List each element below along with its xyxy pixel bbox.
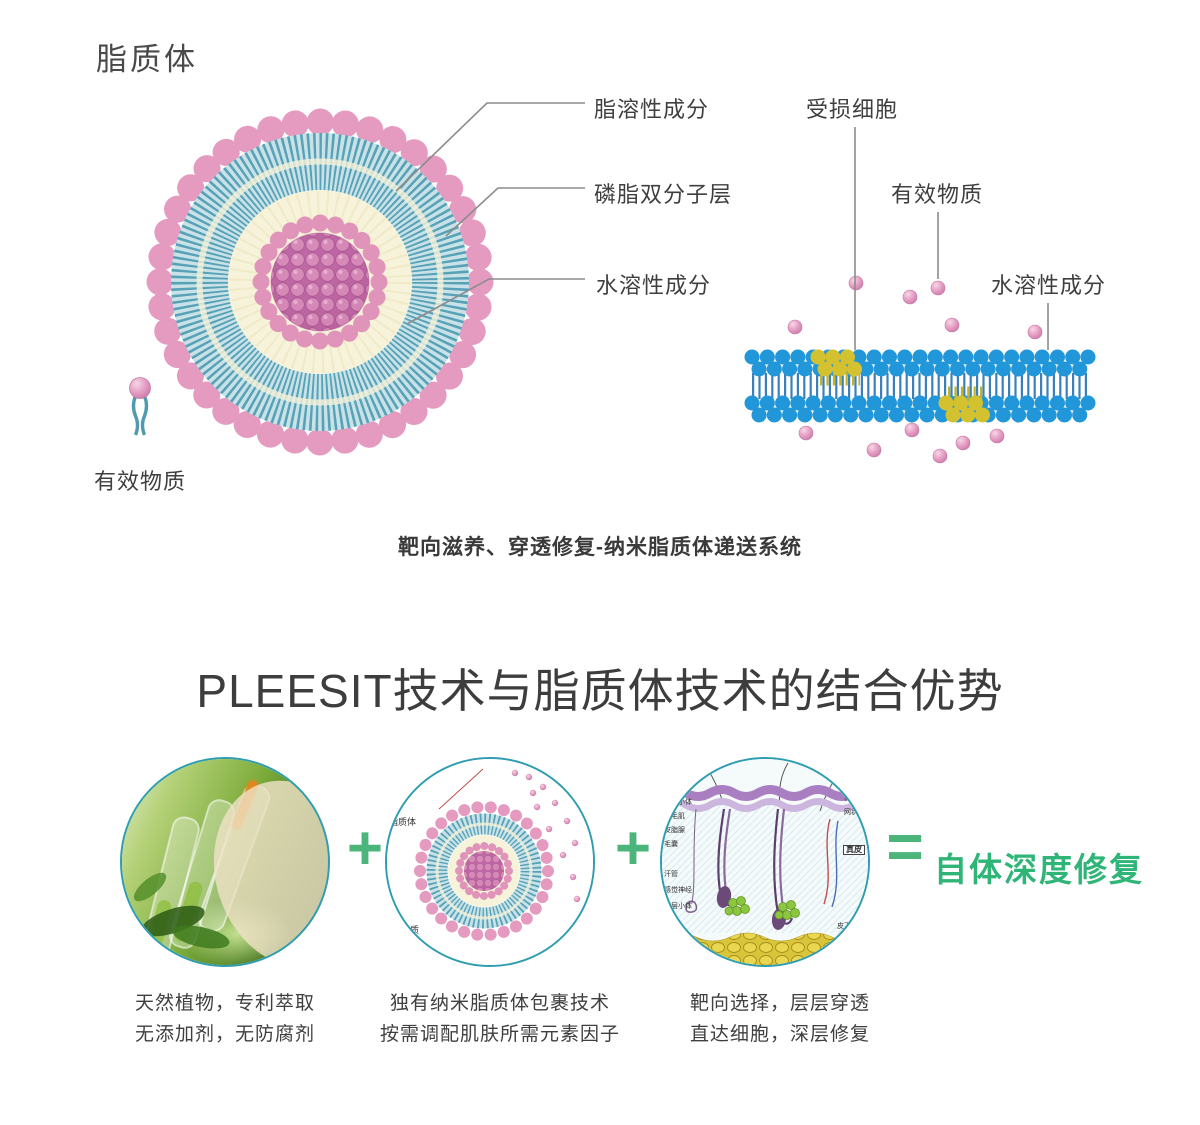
mini-liposome-diagram: [387, 759, 593, 965]
page-title: 脂质体: [96, 42, 198, 77]
mini-label-lipid: 脂质: [401, 925, 420, 935]
effective-substance-spheres: [787, 275, 1043, 464]
mini-label-liposome: 脂质体: [389, 817, 417, 827]
membrane-diagram: [744, 349, 1096, 423]
skin-label: 毛囊: [664, 841, 678, 848]
skin-section-diagram: [662, 759, 868, 965]
label-damaged-cell: 受损细胞: [806, 97, 899, 122]
label-water-soluble-right: 水溶性成分: [991, 273, 1107, 298]
label-phospholipid-bilayer: 磷脂双分子层: [594, 182, 733, 207]
caption-line: 直达细胞，深层修复: [689, 1024, 870, 1045]
caption-line: 靶向选择，层层穿透: [689, 993, 870, 1014]
delivery-system-caption: 靶向滋养、穿透修复-纳米脂质体递送系统: [398, 536, 802, 559]
damaged-cell-patch-bottom: [938, 386, 996, 423]
phospholipid-molecule-icon: [129, 377, 151, 436]
skin-label: 感觉神经: [664, 887, 692, 894]
skin-section-circle: 汗孔 触觉小体 立毛肌 皮脂腺 毛囊 汗管 感觉神经 环层小体 表皮 乳头层 网…: [660, 757, 870, 967]
label-molecule: 有效物质: [94, 469, 187, 494]
top-diagram-artwork: [129, 102, 1096, 464]
skin-label: 立毛肌: [664, 813, 685, 820]
plus-sign-2: +: [614, 814, 652, 883]
caption-line: 无添加剂，无防腐剂: [134, 1024, 315, 1045]
skin-label: 皮下组织: [837, 923, 865, 930]
skin-label: 乳头层: [844, 795, 865, 802]
result-text: 自体深度修复: [934, 851, 1144, 888]
damaged-cell-patch-top: [810, 349, 870, 386]
circle3-caption: 靶向选择，层层穿透 直达细胞，深层修复: [640, 988, 920, 1050]
label-fat-soluble: 脂溶性成分: [594, 97, 710, 122]
skin-label: 环层小体: [664, 903, 692, 910]
free-spheres: [511, 769, 581, 903]
blood-vessels: [823, 818, 839, 908]
natural-extract-photo-circle: [120, 757, 330, 967]
skin-label: 触觉小体: [664, 799, 692, 806]
pointer-lines-left: [395, 102, 585, 325]
equals-sign: =: [886, 810, 924, 882]
skin-label: 网状层: [844, 809, 865, 816]
liposome-cross-section: [146, 108, 494, 456]
sebaceous-glands: [724, 896, 800, 920]
fat-layer: [662, 932, 868, 965]
skin-label: 皮脂腺: [664, 827, 685, 834]
label-water-soluble: 水溶性成分: [596, 273, 712, 298]
caption-line: 按需调配肌肤所需元素因子: [379, 1024, 620, 1045]
sweat-gland: [685, 808, 698, 913]
skin-label: 汗管: [664, 871, 678, 878]
epidermis-band: [662, 785, 868, 812]
plus-sign-1: +: [346, 814, 384, 883]
skin-label: 汗孔: [664, 785, 678, 792]
section-title: PLEESIT技术与脂质体技术的结合优势: [196, 665, 1004, 717]
skin-label: 表皮: [851, 781, 865, 788]
caption-line: 天然植物，专利萃取: [134, 993, 315, 1014]
pointer-lines-right: [854, 127, 1049, 350]
label-effective-substance: 有效物质: [891, 182, 984, 207]
circle2-caption: 独有纳米脂质体包裹技术 按需调配肌肤所需元素因子: [355, 988, 645, 1050]
skin-label-dermis: 真皮: [843, 845, 865, 855]
circle1-caption: 天然植物，专利萃取 无添加剂，无防腐剂: [85, 988, 365, 1050]
caption-line: 独有纳米脂质体包裹技术: [389, 993, 610, 1014]
mini-liposome-circle: 脂质体 脂质: [385, 757, 595, 967]
